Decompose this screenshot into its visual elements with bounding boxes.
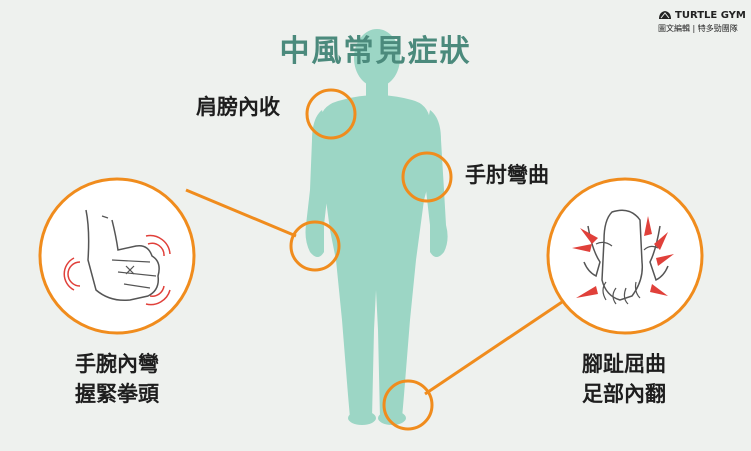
foot-label-line1: 腳趾屈曲 [582,352,666,376]
logo-brand: TURTLE GYM [675,10,746,21]
shoulder-label: 肩膀內收 [196,95,280,119]
page-title: 中風常見症狀 [279,34,472,69]
foot-label: 腳趾屈曲 足部內翻 [582,349,666,409]
logo-subtitle: 圖文編輯 | 特多勁團隊 [658,24,738,33]
foot-connector-line [424,296,569,396]
foot-highlight-circle [382,379,434,431]
elbow-label: 手肘彎曲 [465,163,549,187]
human-body-silhouette [305,29,448,425]
turtle-gym-logo: TURTLE GYM 圖文編輯 | 特多勁團隊 [658,10,746,34]
shoulder-highlight-circle [305,88,357,140]
wrist-connector-line [185,188,297,238]
turtle-shell-icon [659,11,671,19]
wrist-highlight-circle [289,220,341,272]
wrist-label-line2: 握緊拳頭 [75,382,159,406]
elbow-highlight-circle [401,151,453,203]
foot-label-line2: 足部內翻 [582,382,666,406]
curled-toes-detail [546,177,704,335]
wrist-label: 手腕內彎 握緊拳頭 [75,349,159,409]
wrist-label-line1: 手腕內彎 [75,352,159,376]
clenched-fist-detail [38,177,196,335]
